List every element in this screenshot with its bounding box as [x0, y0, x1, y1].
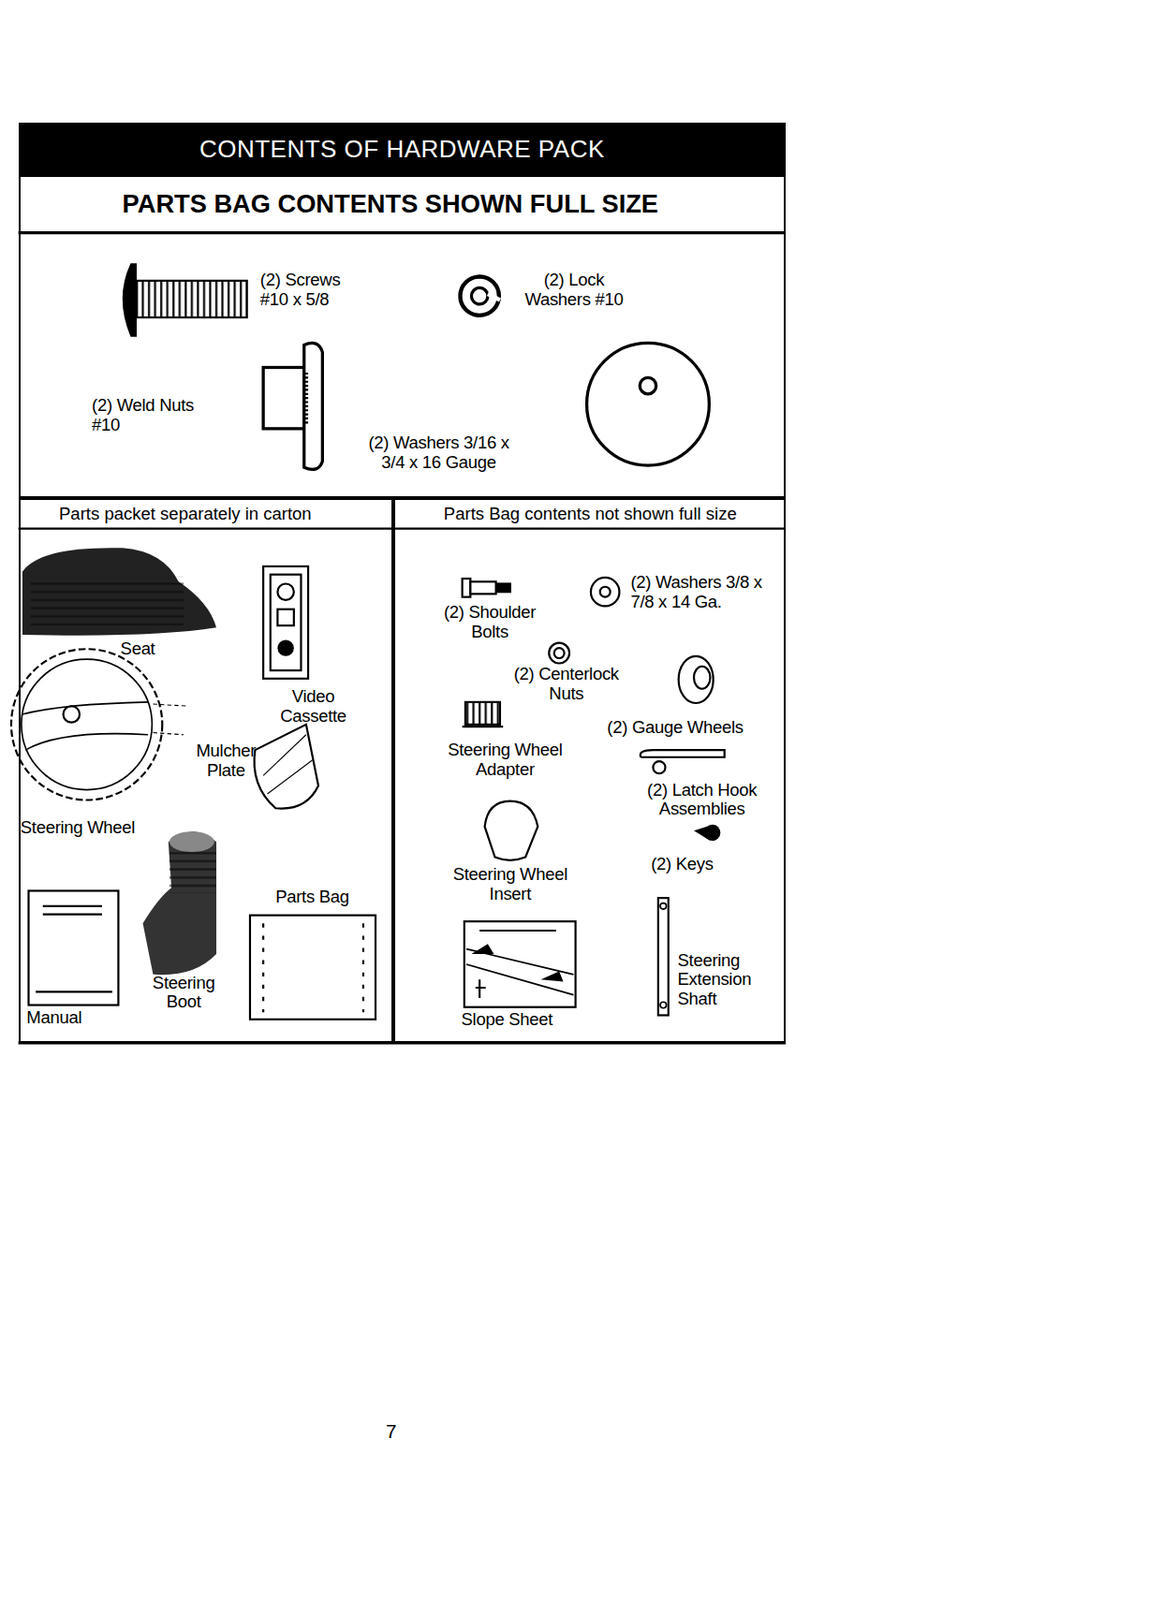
part-label: (2) Weld Nuts #10 [91, 396, 220, 436]
part-label: Steering Wheel Adapter [433, 740, 577, 781]
part-label: Parts Bag [275, 887, 378, 908]
part-label: (2) Gauge Wheels [606, 718, 770, 738]
part-label: (2) Shoulder Bolts [439, 603, 542, 643]
part-label: (2) Washers 3/8 x 7/8 x 14 Ga. [630, 573, 774, 613]
part-label: Steering Extension Shaft [677, 951, 770, 1010]
title-bar: CONTENTS OF HARDWARE PACK [18, 122, 786, 177]
part-label: Video Cassette [267, 687, 360, 727]
part-label: (2) Screws #10 x 5/8 [260, 270, 363, 310]
part-label: (2) Centerlock Nuts [500, 664, 634, 705]
page-number: 7 [385, 1420, 417, 1443]
part-label: Seat [120, 639, 182, 660]
part-label: Slope Sheet [461, 1010, 585, 1031]
part-label: Steering Wheel [20, 818, 164, 839]
panel-heading: Parts packet separately in carton [58, 503, 312, 525]
panel-heading: PARTS BAG CONTENTS SHOWN FULL SIZE [122, 189, 659, 220]
part-label: (2) Lock Washers #10 [515, 270, 633, 310]
part-label: Manual [26, 1008, 108, 1029]
part-label: Steering Wheel Insert [448, 865, 572, 905]
part-label: Steering Boot [143, 973, 225, 1014]
part-label: Mulcher Plate [188, 741, 266, 781]
panel-heading: Parts Bag contents not shown full size [443, 503, 737, 525]
part-label: (2) Latch Hook Assemblies [630, 780, 774, 821]
part-label: (2) Washers 3/16 x 3/4 x 16 Gauge [362, 433, 516, 473]
panel-box: Parts packet separately in carton [18, 498, 394, 1044]
part-label: (2) Keys [650, 854, 733, 875]
